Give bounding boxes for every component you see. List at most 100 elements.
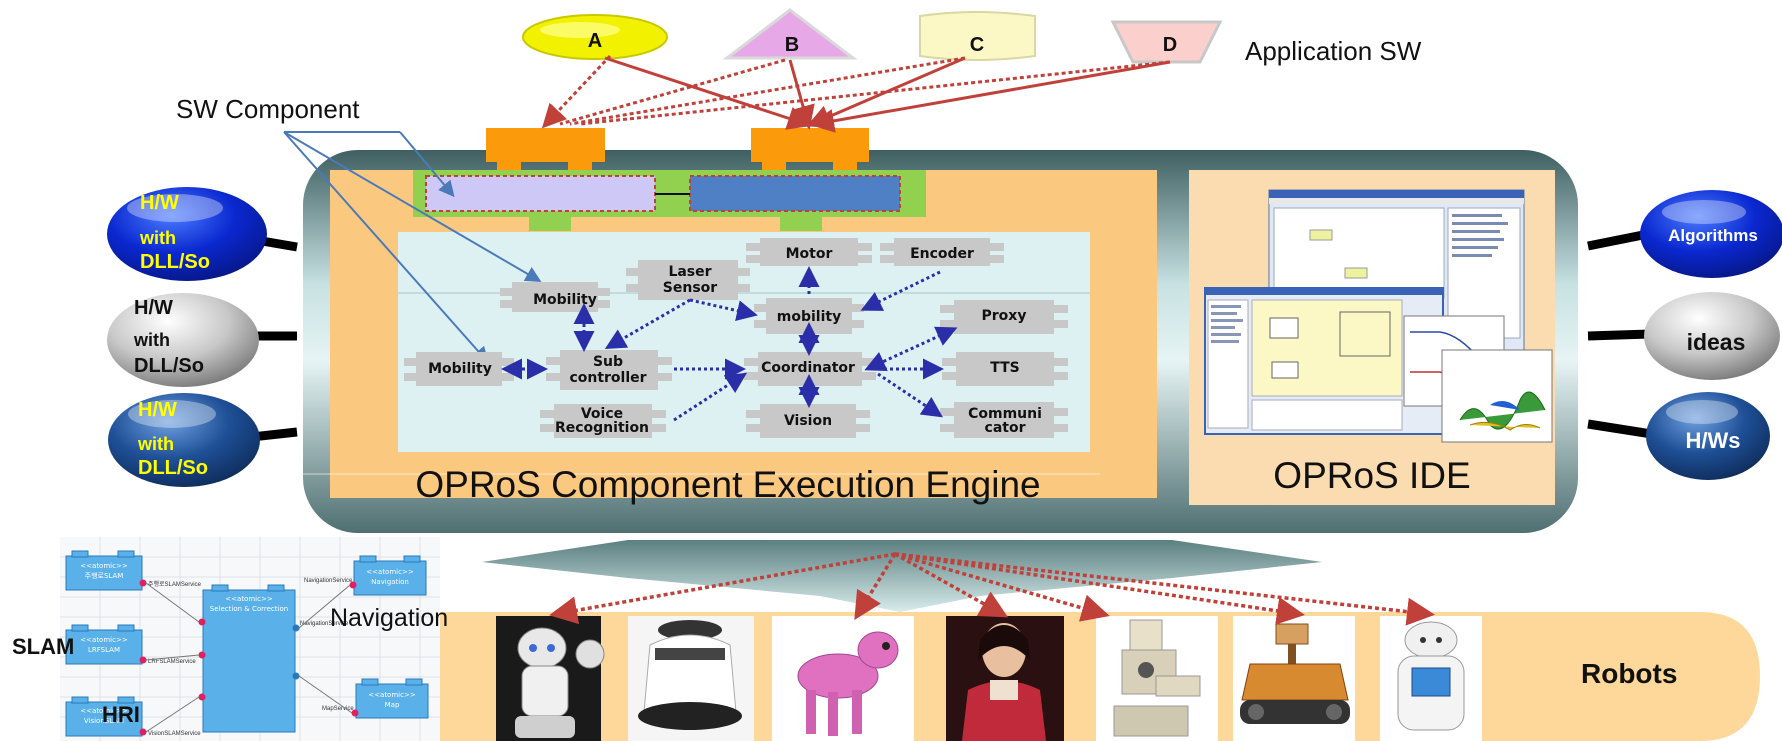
sw-component-label: SW Component [176,94,360,124]
tts-label: TTS [990,360,1020,376]
thumb-box-5-title: <<atomic>> [366,568,414,576]
component-proxy: Proxy [940,300,1068,334]
component-links [501,266,958,422]
left-bubble-2: H/W with DLL/So [107,293,297,387]
component-tts: TTS [942,352,1068,386]
thumb-box-1-title: <<atomic>> [80,562,128,570]
thumb-box-4-name: Selection & Correction [210,605,288,613]
left-bubble-3-line1: H/W [138,399,177,421]
port-right [751,128,869,170]
voice-recognition-line1: Voice [581,406,623,422]
robot-3-icon [772,616,914,741]
component-mobility-left: Mobility [404,352,514,386]
proxy-label: Proxy [982,308,1027,324]
voice-recognition-line2: Recognition [555,420,649,436]
thumb-box-6-title: <<atomic>> [368,691,416,699]
mobility-mid-label: mobility [777,309,841,325]
thumb-box-3-name: VisionSLAM [84,717,124,725]
component-vision: Vision [746,404,870,438]
right-bubble-hws-label: H/Ws [1686,428,1741,453]
thumb-box-3-service: VisionSLAMService [148,731,201,737]
component-voice-recognition: Voice Recognition [540,404,666,438]
application-sw-label: Application SW [1245,36,1422,66]
mobility-left-label: Mobility [428,361,492,377]
app-port-links [541,54,1171,133]
app-d-label: D [1163,34,1177,56]
left-bubble-1-line3: DLL/So [140,251,210,273]
thumb-box-2-name: LRFSLAM [88,646,120,654]
component-coordinator: Coordinator [744,352,876,386]
navigation-thumbnail: <<atomic>> 주행로SLAM 주행로SLAMService <<atom… [60,537,440,741]
sw-component-pointers [283,131,542,363]
robot-2-icon [628,616,754,741]
deployment-arrows [549,552,1435,626]
app-b-label: B [785,34,799,56]
thumb-box-6-name: Map [385,701,400,709]
thumb-box-4-service: NavigationService [300,621,349,627]
component-mobility-mid: mobility [754,298,864,334]
sub-component-left [425,175,656,212]
laser-sensor-line2: Sensor [663,280,717,296]
ide-screenshot-front [1204,287,1444,435]
sub-controller-line1: Sub [593,354,623,370]
left-bubble-1-line2: with [139,228,176,248]
slam-label: SLAM [12,634,74,659]
thumb-box-6-service: MapService [322,706,354,712]
communicator-line1: Communi [968,406,1042,422]
thumb-box-5-service: NavigationService [304,578,353,584]
robots-label: Robots [1581,658,1677,689]
app-a-label: A [588,30,602,52]
thumb-box-2-service: LRFSLAMService [148,659,196,665]
robot-7-icon [1380,616,1482,741]
left-bubble-1-line1: H/W [140,192,179,214]
communicator-line2: cator [985,420,1026,436]
laser-sensor-line1: Laser [668,264,711,280]
right-bubble-ideas: ideas [1587,292,1780,380]
left-bubble-2-line3: DLL/So [134,355,204,377]
ide-label: OPRoS IDE [1273,455,1470,496]
thumb-box-1-service: 주행로SLAMService [148,580,202,588]
left-bubble-3: H/W with DLL/So [108,393,298,487]
robot-6-icon [1233,616,1355,741]
port-left [486,128,605,170]
deployment-funnel [482,540,1322,612]
app-a: A [522,14,668,60]
left-bubble-2-line2: with [133,330,170,350]
thumb-box-2-title: <<atomic>> [80,636,128,644]
robot-1-icon [496,616,605,741]
thumb-box-1-name: 주행로SLAM [85,571,124,580]
motor-label: Motor [786,246,833,262]
hri-label: HRI [102,702,140,727]
component-mobility-top: Mobility [500,282,610,312]
right-bubble-algorithms-label: Algorithms [1668,226,1758,245]
encoder-label: Encoder [910,246,974,262]
thumb-box-3-title: <<atomic>> [80,707,128,715]
sub-component-right [689,175,901,212]
component-boxes: Mobility Laser Sensor Motor Encoder [404,238,1068,438]
coordinator-label: Coordinator [761,360,855,376]
navigation-label: Navigation [330,604,448,632]
component-sub-controller: Sub controller [546,350,672,390]
component-laser-sensor: Laser Sensor [626,260,750,300]
robot-5-icon [1096,616,1218,741]
app-b: B [722,8,858,60]
right-bubble-algorithms: Algorithms [1587,190,1782,278]
app-c: C [919,11,1036,61]
left-bubble-1: H/W with DLL/So [107,187,298,281]
vision-label: Vision [784,413,832,429]
ide-plot-window [1403,315,1553,443]
thumb-box-4-title: <<atomic>> [225,595,273,603]
component-encoder: Encoder [880,238,1004,266]
thumb-box-5-name: Navigation [371,578,409,586]
left-bubble-2-line1: H/W [134,297,173,319]
app-c-label: C [970,34,984,56]
sub-controller-line2: controller [569,370,646,386]
component-communicator: Communi cator [940,402,1068,438]
left-bubble-3-line3: DLL/So [138,457,208,479]
right-bubble-ideas-label: ideas [1687,329,1746,355]
app-d: D [1110,20,1223,64]
right-bubble-hws: H/Ws [1587,392,1770,480]
mobility-top-label: Mobility [533,292,597,308]
robot-4-icon [946,616,1064,741]
